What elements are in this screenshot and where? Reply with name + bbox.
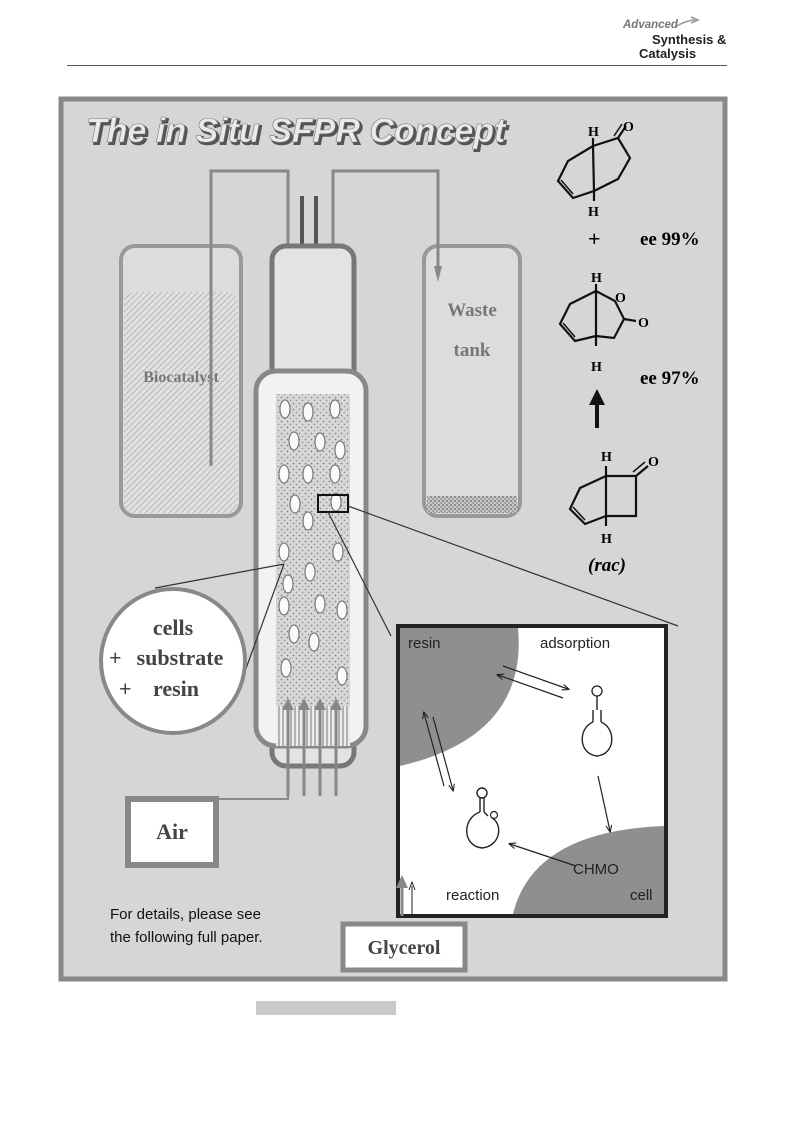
waste-label-line2: tank <box>454 340 491 361</box>
air-flow-arrows <box>286 708 338 796</box>
glycerol-label: Glycerol <box>368 937 441 959</box>
bubble-plus-2: + <box>119 676 132 701</box>
resin-beads <box>278 399 348 686</box>
lactone-icon <box>466 787 500 849</box>
svg-text:H: H <box>591 360 602 375</box>
note-line-2: the following full paper. <box>110 929 263 946</box>
waste-label-line1: Waste <box>447 300 497 321</box>
racemic-ketone-structure <box>568 461 649 526</box>
header-rule <box>67 65 727 66</box>
svg-text:O: O <box>615 291 626 306</box>
lactone-product-1-structure <box>556 123 632 201</box>
inset-panel <box>396 624 668 918</box>
inset-cell-label: cell <box>630 887 653 904</box>
journal-logo: Advanced Synthesis & Catalysis <box>615 14 740 64</box>
svg-text:H: H <box>601 532 612 547</box>
svg-text:The in Situ SFPR Concept: The in Situ SFPR Concept <box>88 114 509 152</box>
svg-text:H: H <box>588 125 599 140</box>
ee-97-label: ee 97% <box>640 368 700 389</box>
lactone-product-2-structure <box>558 284 637 346</box>
waste-tank-vessel <box>422 244 522 518</box>
inset-reaction-label: reaction <box>446 887 499 904</box>
svg-text:H: H <box>601 450 612 465</box>
svg-text:O: O <box>648 455 659 470</box>
biocatalyst-label: Biocatalyst <box>143 369 219 386</box>
logo-arrow-icon <box>674 16 701 28</box>
composition-bubble <box>99 587 247 735</box>
bubble-plus-1: + <box>109 645 122 670</box>
glycerol-box <box>340 921 468 973</box>
svg-text:H: H <box>591 271 602 286</box>
sfpr-concept-figure: The in Situ SFPR Concept The in Situ SFP… <box>58 96 728 982</box>
logo-line-2: Synthesis & <box>652 32 727 47</box>
logo-line-3: Catalysis <box>639 46 697 61</box>
air-box <box>125 796 219 868</box>
logo-line-1: Advanced <box>623 19 678 31</box>
zoom-marker <box>317 494 349 513</box>
figure-title: The in Situ SFPR Concept <box>86 112 507 150</box>
plus-sign: + <box>588 226 601 251</box>
bubble-substrate: substrate <box>137 645 224 670</box>
ee-99-label: ee 99% <box>640 229 700 250</box>
svg-text:O: O <box>623 120 634 135</box>
inset-adsorption-label: adsorption <box>540 635 610 652</box>
inset-chmo-label: CHMO <box>573 861 619 878</box>
bubble-cells: cells <box>153 615 194 640</box>
svg-text:O: O <box>638 316 649 331</box>
cyclic-ketone-icon <box>581 696 613 757</box>
air-label: Air <box>156 819 188 844</box>
racemic-label: (rac) <box>588 555 626 576</box>
feed-pipe <box>209 169 290 466</box>
outlet-pipe <box>331 169 440 276</box>
svg-text:H: H <box>588 205 599 220</box>
inset-resin-label: resin <box>408 635 441 652</box>
footer-bar <box>256 1001 396 1015</box>
bubble-resin: resin <box>153 676 199 701</box>
note-line-1: For details, please see <box>110 906 261 923</box>
